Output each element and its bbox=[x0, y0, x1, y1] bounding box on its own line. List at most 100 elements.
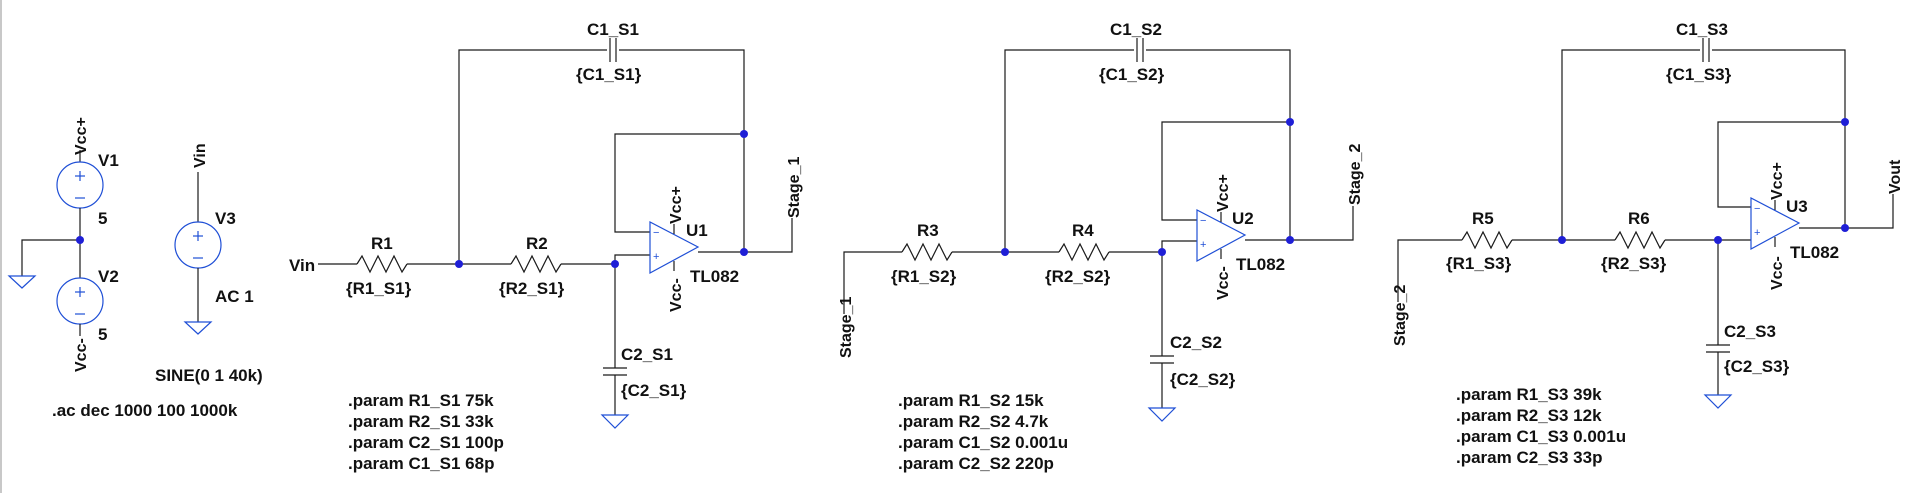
net-label-vin-source: Vin bbox=[192, 143, 209, 168]
u3-vneg: Vcc- bbox=[1769, 256, 1786, 290]
c2-s3-value: {C2_S3} bbox=[1724, 357, 1790, 376]
ground-c2-s2 bbox=[1147, 407, 1177, 422]
u2-plus: + bbox=[1200, 239, 1206, 251]
v3-name: V3 bbox=[215, 209, 236, 228]
c1-s3-value: {C1_S3} bbox=[1666, 65, 1732, 84]
r3-value: {R1_S2} bbox=[891, 267, 957, 286]
ground-c2-s1 bbox=[600, 414, 630, 429]
r6-name: R6 bbox=[1628, 209, 1650, 228]
stage1-param-1: .param R2_S1 33k bbox=[348, 412, 494, 431]
junction-s3-a bbox=[1558, 236, 1566, 244]
c2-s3-name: C2_S3 bbox=[1724, 322, 1776, 341]
junction-s1-a bbox=[455, 260, 463, 268]
stage2-output-net: Stage_2 bbox=[1347, 144, 1364, 205]
stage3-param-2: .param C1_S3 0.001u bbox=[1456, 427, 1626, 446]
junction-s2-c bbox=[1286, 118, 1294, 126]
r2-name: R2 bbox=[526, 234, 548, 253]
source-v3[interactable] bbox=[174, 172, 222, 335]
resistor-r6[interactable] bbox=[1614, 230, 1666, 250]
c2-s1-name: C2_S1 bbox=[621, 345, 673, 364]
r2-value: {R2_S1} bbox=[499, 279, 565, 298]
stage2-param-1: .param R2_S2 4.7k bbox=[898, 412, 1049, 431]
v2-value: 5 bbox=[98, 325, 107, 344]
stage3-param-1: .param R2_S3 12k bbox=[1456, 406, 1602, 425]
r1-value: {R1_S1} bbox=[346, 279, 412, 298]
u2-name: U2 bbox=[1232, 209, 1254, 228]
u1-model: TL082 bbox=[690, 267, 739, 286]
c1-s3-name: C1_S3 bbox=[1676, 20, 1728, 39]
resistor-r2[interactable] bbox=[510, 254, 562, 274]
stage2-param-0: .param R1_S2 15k bbox=[898, 391, 1044, 410]
stage1-output-net: Stage_1 bbox=[786, 157, 803, 218]
stage2-param-3: .param C2_S2 220p bbox=[898, 454, 1054, 473]
analysis-directive: .ac dec 1000 100 1000k bbox=[52, 401, 238, 420]
source-v1[interactable] bbox=[56, 150, 104, 240]
u3-name: U3 bbox=[1786, 197, 1808, 216]
stage2-input-net: Stage_1 bbox=[838, 297, 855, 358]
resistor-r4[interactable] bbox=[1058, 242, 1110, 262]
stage1-param-2: .param C2_S1 100p bbox=[348, 433, 504, 452]
junction-s1-c bbox=[740, 130, 748, 138]
u2-minus: − bbox=[1200, 215, 1206, 227]
stage1-param-3: .param C1_S1 68p bbox=[348, 454, 494, 473]
v1-value: 5 bbox=[98, 209, 107, 228]
u2-model: TL082 bbox=[1236, 255, 1285, 274]
u1-plus: + bbox=[653, 251, 659, 263]
stage-3: − + bbox=[1397, 38, 1894, 409]
junction-s3-d bbox=[1841, 224, 1849, 232]
c1-s2-name: C1_S2 bbox=[1110, 20, 1162, 39]
v3-value: AC 1 bbox=[215, 287, 254, 306]
stage-1: − + bbox=[318, 38, 793, 429]
u3-model: TL082 bbox=[1790, 243, 1839, 262]
v3-transient: SINE(0 1 40k) bbox=[155, 366, 263, 385]
supply-section: Vcc+ V1 5 Vcc- V2 5 bbox=[7, 117, 263, 420]
stage1-param-0: .param R1_S1 75k bbox=[348, 391, 494, 410]
source-v2[interactable] bbox=[56, 240, 104, 336]
u3-plus: + bbox=[1754, 227, 1760, 239]
resistor-r1[interactable] bbox=[356, 254, 408, 274]
ground-supply bbox=[7, 239, 80, 289]
net-label-vcc-pos: Vcc+ bbox=[73, 117, 90, 155]
c1-s1-value: {C1_S1} bbox=[576, 65, 642, 84]
u1-vneg: Vcc- bbox=[668, 278, 685, 312]
r5-name: R5 bbox=[1472, 209, 1494, 228]
c2-s2-name: C2_S2 bbox=[1170, 333, 1222, 352]
u1-name: U1 bbox=[686, 221, 708, 240]
net-label-vcc-neg: Vcc- bbox=[73, 338, 90, 372]
u2-vneg: Vcc- bbox=[1215, 266, 1232, 300]
resistor-r3[interactable] bbox=[901, 242, 953, 262]
u3-vpos: Vcc+ bbox=[1769, 162, 1786, 200]
junction-s1-b bbox=[611, 260, 619, 268]
junction-s3-c bbox=[1841, 118, 1849, 126]
stage-2: − + bbox=[843, 38, 1354, 422]
c1-s2-value: {C1_S2} bbox=[1099, 65, 1165, 84]
junction-s1-d bbox=[740, 248, 748, 256]
stage3-output-net: Vout bbox=[1887, 159, 1904, 194]
opamp-u2[interactable] bbox=[1196, 209, 1247, 263]
r4-name: R4 bbox=[1072, 221, 1094, 240]
junction-s2-d bbox=[1286, 236, 1294, 244]
v2-name: V2 bbox=[98, 267, 119, 286]
ground-c2-s3 bbox=[1703, 394, 1733, 409]
opamp-u1[interactable] bbox=[649, 221, 700, 275]
junction-s2-b bbox=[1158, 248, 1166, 256]
u3-minus: − bbox=[1754, 203, 1760, 215]
junction-supply bbox=[76, 236, 84, 244]
c1-s1-name: C1_S1 bbox=[587, 20, 639, 39]
r5-value: {R1_S3} bbox=[1446, 254, 1512, 273]
junction-s2-a bbox=[1001, 248, 1009, 256]
opamp-u3[interactable] bbox=[1750, 197, 1801, 251]
stage3-param-0: .param R1_S3 39k bbox=[1456, 385, 1602, 404]
r3-name: R3 bbox=[917, 221, 939, 240]
r4-value: {R2_S2} bbox=[1045, 267, 1111, 286]
c2-s2-value: {C2_S2} bbox=[1170, 370, 1236, 389]
u1-vpos: Vcc+ bbox=[668, 186, 685, 224]
junction-s3-b bbox=[1714, 236, 1722, 244]
r1-name: R1 bbox=[371, 234, 393, 253]
resistor-r5[interactable] bbox=[1461, 230, 1513, 250]
c2-s1-value: {C2_S1} bbox=[621, 381, 687, 400]
stage1-input-net: Vin bbox=[289, 256, 315, 275]
u1-minus: − bbox=[653, 227, 659, 239]
v1-name: V1 bbox=[98, 151, 119, 170]
